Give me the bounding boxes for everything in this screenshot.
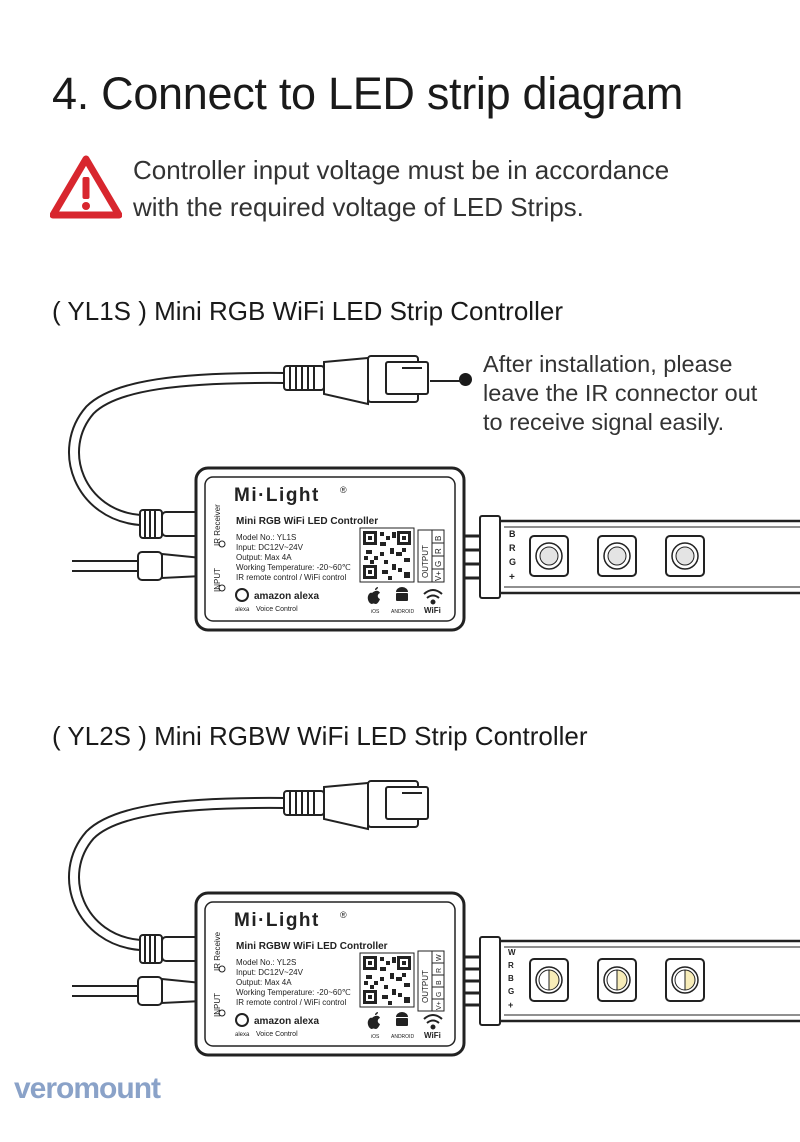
wifi-label: WiFi [424,606,441,615]
spec-remote: IR remote control / WiFi control [236,573,346,582]
led-chip [529,958,569,1002]
controller-name: Mini RGB WiFi LED Controller [236,516,378,527]
wifi-label: WiFi [424,1031,441,1040]
out-pin-3: R [434,548,443,554]
input-label: INPUT [213,568,222,592]
led-chip [529,535,569,577]
power-plug [137,551,203,581]
output-label: OUTPUT [421,970,430,1003]
ir-connector [283,780,429,831]
power-plug [137,976,203,1006]
strip-pin-3: G [509,557,516,567]
spec-temperature: Working Temperature: -20~60℃ [236,988,351,997]
controller-box: Mi·Light ® Mini RGBW WiFi LED Controller… [194,891,466,1057]
veromount-logo: veromount [14,1072,161,1106]
out-pin-4: R [436,968,443,973]
alexa-small-label: alexa [235,1032,250,1038]
output-pins-table: OUTPUT V+ G B R W [417,950,445,1012]
strip-pin-4: + [509,572,515,583]
strip-connector [464,936,501,1026]
strip-pin-4: G [508,987,514,996]
strip-connector [464,515,501,599]
strip-pin-1: B [509,529,516,539]
controller-box: Mi·Light ® Mini RGB WiFi LED Controller … [194,466,466,632]
output-label: OUTPUT [421,545,430,578]
spec-remote: IR remote control / WiFi control [236,998,346,1007]
controller-brand: Mi·Light [234,910,320,931]
ir-receive-label: IR Receive [213,931,222,971]
android-icon [396,587,408,601]
led-strip: B R G + [500,519,800,595]
ir-callout: After installation, please leave the IR … [483,350,757,437]
spec-output: Output: Max 4A [236,978,292,987]
controller-brand: Mi·Light [234,485,320,506]
input-label: INPUT [213,993,222,1017]
alexa-small-label: alexa [235,607,250,613]
alexa-icon [235,588,249,602]
wifi-icon [423,1014,443,1030]
section-title-yl1s: ( YL1S ) Mini RGB WiFi LED Strip Control… [52,296,563,326]
apple-icon [367,1012,380,1029]
alexa-label: amazon alexa [254,1016,319,1027]
controller-name: Mini RGBW WiFi LED Controller [236,941,388,952]
diagram-yl2s: Mi·Light ® Mini RGBW WiFi LED Controller… [68,780,800,1057]
voice-control-label: Voice Control [256,606,298,613]
out-pin-1: V+ [434,571,443,581]
callout-line-2: leave the IR connector out [483,380,758,406]
out-pin-5: W [436,954,443,961]
out-pin-2: G [436,992,443,997]
qr-code-icon [359,527,415,583]
strip-pin-3: B [508,974,514,983]
warning-triangle-icon [50,155,122,219]
ir-plug [139,509,203,539]
strip-pin-1: W [508,948,516,957]
led-chip [597,535,637,577]
out-pin-2: G [434,561,443,567]
out-pin-4: B [434,536,443,541]
wifi-icon [423,589,443,605]
reg-mark: ® [340,485,347,495]
led-chip [665,535,705,577]
ir-receiver-label: IR Receiver [213,504,222,546]
warning-line-1: Controller input voltage must be in acco… [133,155,670,185]
alexa-label: amazon alexa [254,591,319,602]
spec-output: Output: Max 4A [236,553,292,562]
apple-icon [367,587,380,604]
ir-connector [283,355,429,406]
section-title-yl2s: ( YL2S ) Mini RGBW WiFi LED Strip Contro… [52,721,588,751]
callout-dot [459,373,472,386]
page-title: 4. Connect to LED strip diagram [52,68,684,119]
reg-mark: ® [340,910,347,920]
strip-pin-2: R [508,961,514,970]
android-icon [396,1012,408,1026]
callout-line-3: to receive signal easily. [483,409,725,435]
ios-label: iOS [371,609,380,615]
output-pins-table: OUTPUT V+ G R B [417,529,445,583]
voice-control-label: Voice Control [256,1031,298,1038]
spec-input: Input: DC12V~24V [236,543,304,552]
model-number: Model No.: YL2S [236,958,296,967]
warning-line-2: with the required voltage of LED Strips. [133,192,584,222]
logo-part-1: vero [14,1072,74,1105]
diagram-yl1s: Mi·Light ® Mini RGB WiFi LED Controller … [68,355,800,632]
out-pin-1: V+ [436,1001,443,1010]
spec-input: Input: DC12V~24V [236,968,304,977]
ir-plug [139,934,203,964]
callout-line-1: After installation, please [483,351,733,377]
logo-part-2: mount [73,1072,161,1105]
led-strip: W R B G + [500,939,800,1023]
android-label: ANDROID [391,609,414,615]
out-pin-3: B [436,980,443,985]
ios-label: iOS [371,1034,380,1040]
led-chip [597,958,637,1002]
led-chip [665,958,705,1002]
warning-text: Controller input voltage must be in acco… [133,152,669,226]
strip-pin-5: + [508,1000,513,1010]
model-number: Model No.: YL1S [236,533,296,542]
spec-temperature: Working Temperature: -20~60℃ [236,563,351,572]
qr-code-icon [359,952,415,1008]
android-label: ANDROID [391,1034,414,1040]
strip-pin-2: R [509,543,516,553]
alexa-icon [235,1013,249,1027]
